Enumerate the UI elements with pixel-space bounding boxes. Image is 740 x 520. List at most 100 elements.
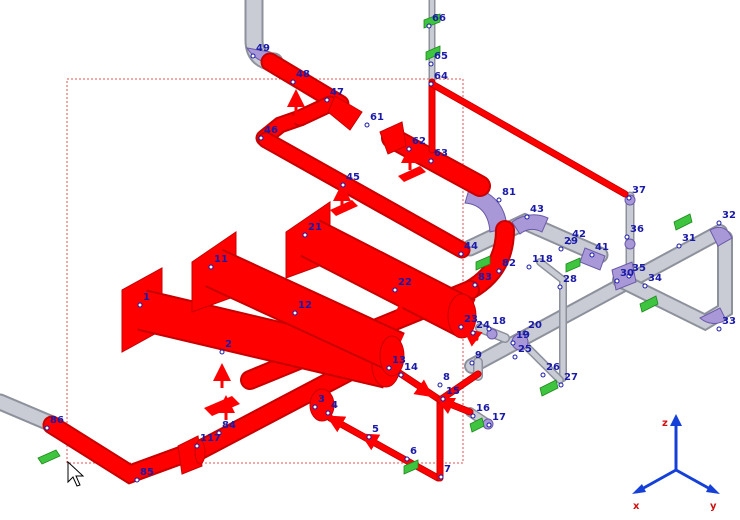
node-label-47[interactable]: 47 xyxy=(330,87,344,98)
node-dot[interactable] xyxy=(470,330,476,336)
node-dot[interactable] xyxy=(134,477,140,483)
node-dot[interactable] xyxy=(558,382,564,388)
node-label-14[interactable]: 14 xyxy=(404,362,418,373)
node-label-11[interactable]: 11 xyxy=(214,254,228,265)
node-label-85[interactable]: 85 xyxy=(140,467,154,478)
node-label-21[interactable]: 21 xyxy=(308,222,322,233)
node-label-32[interactable]: 32 xyxy=(722,210,736,221)
node-dot[interactable] xyxy=(589,252,595,258)
node-label-117[interactable]: 117 xyxy=(200,433,221,444)
node-label-22[interactable]: 22 xyxy=(398,277,412,288)
node-label-37[interactable]: 37 xyxy=(632,185,646,196)
node-dot[interactable] xyxy=(469,360,475,366)
node-dot[interactable] xyxy=(324,97,330,103)
node-label-82[interactable]: 82 xyxy=(502,258,516,269)
node-dot[interactable] xyxy=(325,410,331,416)
node-label-4[interactable]: 4 xyxy=(331,400,338,411)
node-dot[interactable] xyxy=(510,340,516,346)
node-dot[interactable] xyxy=(496,268,502,274)
node-label-7[interactable]: 7 xyxy=(444,464,451,475)
node-label-66[interactable]: 66 xyxy=(432,13,446,24)
node-label-30[interactable]: 30 xyxy=(620,268,634,279)
node-dot[interactable] xyxy=(364,122,370,128)
node-label-64[interactable]: 64 xyxy=(434,71,448,82)
node-dot[interactable] xyxy=(406,146,412,152)
node-dot[interactable] xyxy=(557,284,563,290)
node-label-6[interactable]: 6 xyxy=(410,446,417,457)
node-dot[interactable] xyxy=(526,264,532,270)
node-dot[interactable] xyxy=(437,382,443,388)
node-label-45[interactable]: 45 xyxy=(346,172,360,183)
node-dot[interactable] xyxy=(624,234,630,240)
node-dot[interactable] xyxy=(512,354,518,360)
node-dot[interactable] xyxy=(216,430,222,436)
node-label-16[interactable]: 16 xyxy=(476,403,490,414)
node-label-33[interactable]: 33 xyxy=(722,316,736,327)
node-label-20[interactable]: 20 xyxy=(528,320,542,331)
node-dot[interactable] xyxy=(44,425,50,431)
node-dot[interactable] xyxy=(716,220,722,226)
node-dot[interactable] xyxy=(208,264,214,270)
node-dot[interactable] xyxy=(626,273,632,279)
node-dot[interactable] xyxy=(540,372,546,378)
node-label-27[interactable]: 27 xyxy=(564,372,578,383)
node-dot[interactable] xyxy=(676,243,682,249)
node-dot[interactable] xyxy=(458,251,464,257)
node-label-65[interactable]: 65 xyxy=(434,51,448,62)
node-dot[interactable] xyxy=(426,23,432,29)
node-label-36[interactable]: 36 xyxy=(630,224,644,235)
node-label-35[interactable]: 35 xyxy=(632,263,646,274)
node-dot[interactable] xyxy=(558,246,564,252)
node-dot[interactable] xyxy=(524,214,530,220)
node-label-3[interactable]: 3 xyxy=(318,394,325,405)
node-label-29[interactable]: 29 xyxy=(564,236,578,247)
node-dot[interactable] xyxy=(458,324,464,330)
node-label-1[interactable]: 1 xyxy=(143,292,150,303)
node-dot[interactable] xyxy=(137,302,143,308)
node-dot[interactable] xyxy=(219,349,225,355)
node-label-42[interactable]: 42 xyxy=(572,229,586,240)
node-label-12[interactable]: 12 xyxy=(298,300,312,311)
node-dot[interactable] xyxy=(486,326,492,332)
node-dot[interactable] xyxy=(292,310,298,316)
node-label-26[interactable]: 26 xyxy=(546,362,560,373)
node-dot[interactable] xyxy=(258,135,264,141)
node-label-31[interactable]: 31 xyxy=(682,233,696,244)
node-dot[interactable] xyxy=(626,195,632,201)
node-label-81[interactable]: 81 xyxy=(502,187,516,198)
node-label-61[interactable]: 61 xyxy=(370,112,384,123)
node-dot[interactable] xyxy=(392,287,398,293)
node-dot[interactable] xyxy=(386,365,392,371)
node-dot[interactable] xyxy=(194,443,200,449)
node-label-44[interactable]: 44 xyxy=(464,241,478,252)
node-dot[interactable] xyxy=(614,278,620,284)
node-label-34[interactable]: 34 xyxy=(648,273,662,284)
node-label-84[interactable]: 84 xyxy=(222,420,236,431)
node-label-86[interactable]: 86 xyxy=(50,415,64,426)
node-label-118[interactable]: 118 xyxy=(532,254,553,265)
node-label-17[interactable]: 17 xyxy=(492,412,506,423)
node-dot[interactable] xyxy=(428,61,434,67)
node-label-8[interactable]: 8 xyxy=(443,372,450,383)
node-dot[interactable] xyxy=(302,232,308,238)
node-label-28[interactable]: 28 xyxy=(563,274,577,285)
node-dot[interactable] xyxy=(566,239,572,245)
node-label-15[interactable]: 15 xyxy=(446,386,460,397)
node-dot[interactable] xyxy=(470,413,476,419)
node-dot[interactable] xyxy=(472,282,478,288)
node-dot[interactable] xyxy=(440,396,446,402)
node-dot[interactable] xyxy=(250,53,256,59)
node-dot[interactable] xyxy=(340,182,346,188)
node-dot[interactable] xyxy=(496,197,502,203)
node-label-18[interactable]: 18 xyxy=(492,316,506,327)
node-label-24[interactable]: 24 xyxy=(476,320,490,331)
node-label-41[interactable]: 41 xyxy=(595,242,609,253)
node-dot[interactable] xyxy=(404,456,410,462)
node-label-83[interactable]: 83 xyxy=(478,272,492,283)
node-label-2[interactable]: 2 xyxy=(225,339,232,350)
node-dot[interactable] xyxy=(438,474,444,480)
node-dot[interactable] xyxy=(642,283,648,289)
node-dot[interactable] xyxy=(398,372,404,378)
node-label-46[interactable]: 46 xyxy=(264,125,278,136)
